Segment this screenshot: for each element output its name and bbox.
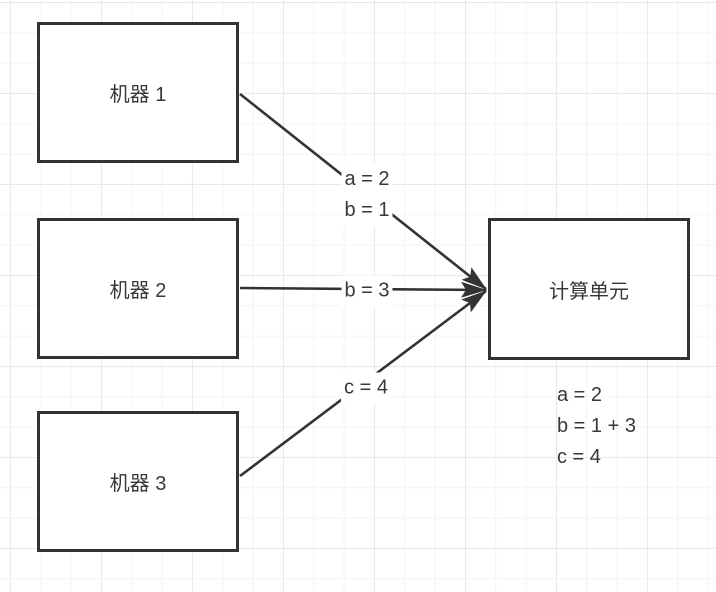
- result-line: a = 2: [557, 384, 603, 406]
- edge-label-machine1[interactable]: a = 2 b = 1: [341, 164, 393, 226]
- node-compute-unit-label: 计算单元: [549, 280, 629, 303]
- edge-label-line: b = 1: [344, 199, 390, 221]
- node-compute-unit[interactable]: 计算单元: [488, 218, 690, 360]
- edge-label-machine2[interactable]: b = 3: [341, 275, 393, 307]
- node-machine-2-label: 机器 2: [109, 280, 167, 302]
- node-machine-3-label: 机器 3: [109, 473, 167, 495]
- edge-label-line: c = 4: [344, 376, 388, 399]
- node-machine-2[interactable]: 机器 2: [37, 218, 239, 359]
- compute-result-text[interactable]: a = 2 b = 1 + 3 c = 4: [557, 380, 636, 473]
- edge-label-line: b = 3: [344, 279, 390, 302]
- result-line: b = 1 + 3: [557, 415, 636, 437]
- node-machine-3[interactable]: 机器 3: [37, 411, 239, 552]
- edge-label-machine3[interactable]: c = 4: [341, 372, 391, 404]
- result-line: c = 4: [557, 446, 601, 468]
- node-machine-1-label: 机器 1: [109, 84, 167, 106]
- edge-label-line: a = 2: [344, 168, 390, 190]
- node-machine-1[interactable]: 机器 1: [37, 22, 239, 163]
